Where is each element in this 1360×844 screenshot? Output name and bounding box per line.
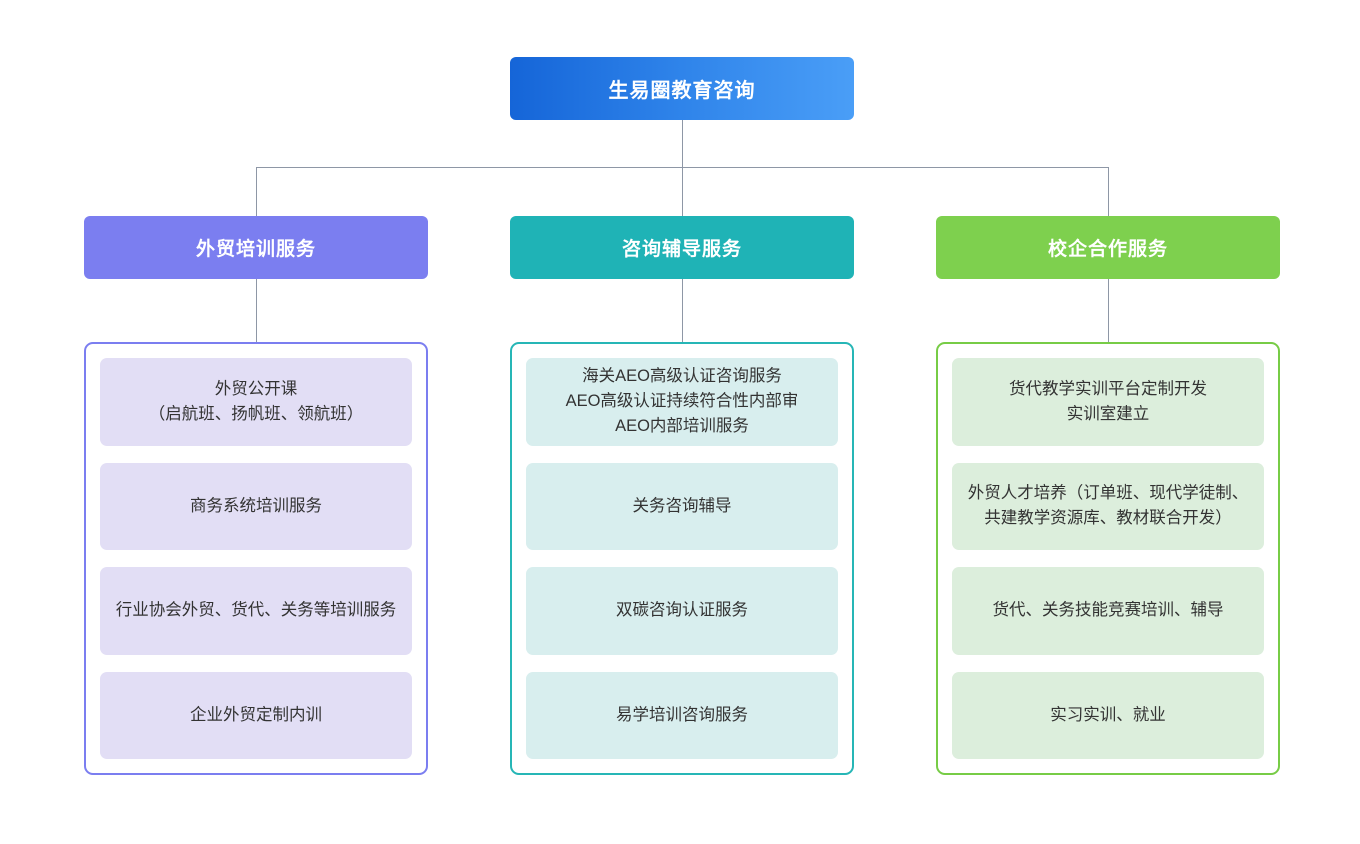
connector-header-to-panel-0 — [256, 279, 257, 342]
branch-panel-cooperation: 货代教学实训平台定制开发 实训室建立 外贸人才培养（订单班、现代学徒制、共建教学… — [936, 342, 1280, 775]
branch-header-consulting[interactable]: 咨询辅导服务 — [510, 216, 854, 279]
service-item[interactable]: 外贸人才培养（订单班、现代学徒制、共建教学资源库、教材联合开发） — [952, 462, 1264, 550]
service-item[interactable]: 货代、关务技能竞赛培训、辅导 — [952, 567, 1264, 655]
service-item[interactable]: 易学培训咨询服务 — [526, 671, 838, 759]
root-node-company[interactable]: 生易圈教育咨询 — [510, 57, 854, 120]
branch-header-label: 咨询辅导服务 — [621, 239, 742, 260]
branch-panel-training: 外贸公开课 （启航班、扬帆班、领航班） 商务系统培训服务 行业协会外贸、货代、关… — [84, 342, 428, 775]
branch-header-cooperation[interactable]: 校企合作服务 — [936, 216, 1280, 279]
service-item[interactable]: 货代教学实训平台定制开发 实训室建立 — [952, 358, 1264, 446]
branch-column-cooperation: 校企合作服务 货代教学实训平台定制开发 实训室建立 外贸人才培养（订单班、现代学… — [936, 216, 1280, 775]
service-item[interactable]: 关务咨询辅导 — [526, 462, 838, 550]
branch-panel-consulting: 海关AEO高级认证咨询服务 AEO高级认证持续符合性内部审 AEO内部培训服务 … — [510, 342, 854, 775]
connector-branch-drop-1 — [682, 167, 683, 216]
root-node-label: 生易圈教育咨询 — [608, 80, 756, 102]
connector-header-to-panel-2 — [1108, 279, 1109, 342]
branch-column-consulting: 咨询辅导服务 海关AEO高级认证咨询服务 AEO高级认证持续符合性内部审 AEO… — [510, 216, 854, 775]
branch-header-training[interactable]: 外贸培训服务 — [84, 216, 428, 279]
branch-column-training: 外贸培训服务 外贸公开课 （启航班、扬帆班、领航班） 商务系统培训服务 行业协会… — [84, 216, 428, 775]
service-item[interactable]: 海关AEO高级认证咨询服务 AEO高级认证持续符合性内部审 AEO内部培训服务 — [526, 358, 838, 446]
service-item[interactable]: 外贸公开课 （启航班、扬帆班、领航班） — [100, 358, 412, 446]
connector-branch-drop-2 — [1108, 167, 1109, 216]
branch-header-label: 校企合作服务 — [1047, 239, 1168, 260]
service-item[interactable]: 行业协会外贸、货代、关务等培训服务 — [100, 567, 412, 655]
service-item[interactable]: 双碳咨询认证服务 — [526, 567, 838, 655]
connector-header-to-panel-1 — [682, 279, 683, 342]
branch-header-label: 外贸培训服务 — [195, 239, 316, 260]
service-item[interactable]: 企业外贸定制内训 — [100, 671, 412, 759]
service-item[interactable]: 商务系统培训服务 — [100, 462, 412, 550]
service-item[interactable]: 实习实训、就业 — [952, 671, 1264, 759]
connector-root-vertical — [682, 120, 683, 167]
connector-branch-drop-0 — [256, 167, 257, 216]
